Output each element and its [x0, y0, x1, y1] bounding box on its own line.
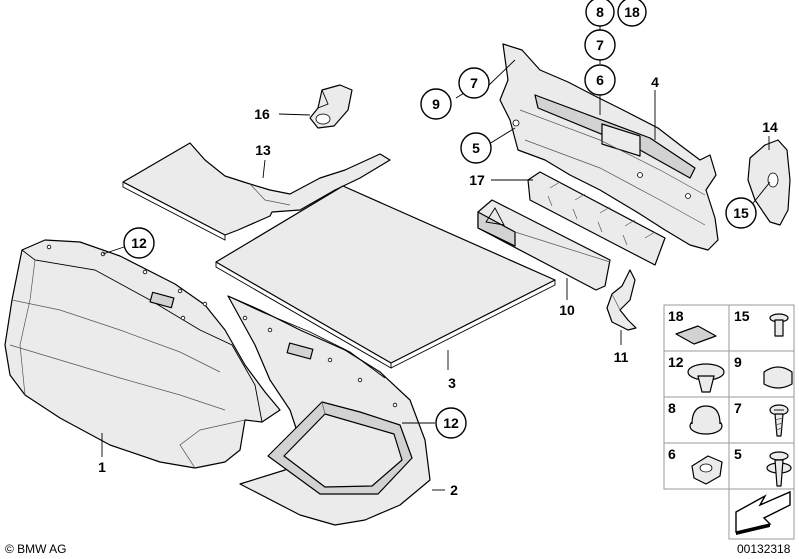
copyright-text: © BMW AG: [5, 542, 67, 556]
part-13-floor-covering: [122, 142, 391, 241]
table-label-8: 8: [668, 400, 676, 416]
callout-14: 14: [762, 119, 778, 135]
table-label-6: 6: [668, 446, 676, 462]
table-label-7: 7: [734, 400, 742, 416]
part-10-warning-triangle-box: [477, 199, 611, 291]
callout-2: 2: [450, 482, 458, 498]
plug-cap-icon: [763, 366, 793, 389]
part-14-cover: [747, 139, 791, 226]
callout-12-left: 12: [131, 235, 147, 251]
callout-3: 3: [448, 375, 456, 391]
screw-washer-icon: [766, 451, 792, 487]
table-label-15: 15: [734, 308, 750, 324]
callout-16: 16: [254, 106, 270, 122]
part-4-rear-trim-panel: [499, 43, 719, 251]
screw-icon: [769, 404, 789, 437]
callout-7-left: 7: [470, 75, 478, 91]
callout-6: 6: [596, 72, 604, 88]
part-3-floor-board: [215, 185, 556, 369]
table-label-9: 9: [734, 354, 742, 370]
part-1-left-trim-panel: [4, 239, 281, 469]
table-label-5: 5: [734, 446, 742, 462]
callout-7-top: 7: [596, 37, 604, 53]
callout-15: 15: [733, 205, 749, 221]
part-11-strap: [606, 269, 637, 331]
parts-table: 18 15 12 9 8 7 6 5: [663, 304, 795, 540]
clip-nut-icon: [691, 455, 723, 485]
callout-11: 11: [614, 349, 629, 365]
diagram-number: 00132318: [737, 542, 791, 556]
callout-1: 1: [98, 459, 106, 475]
callout-9: 9: [432, 96, 440, 112]
part-16-bracket: [309, 84, 353, 129]
orientation-arrow-icon: [735, 490, 791, 533]
round-plug-icon: [689, 405, 723, 435]
push-rivet-icon: [769, 313, 789, 337]
callout-12-right: 12: [443, 415, 459, 431]
callout-10: 10: [559, 302, 575, 318]
callout-17: 17: [469, 172, 485, 188]
callout-5: 5: [472, 140, 480, 156]
callouts: 1 12 2 12 3 13 16 9 7 5 6 7 8 18 4 17 10…: [98, 0, 778, 498]
callout-13: 13: [255, 142, 271, 158]
callout-18: 18: [624, 4, 640, 20]
felt-pad-icon: [675, 325, 717, 345]
callout-8: 8: [596, 4, 604, 20]
part-17-grille-insert: [527, 171, 666, 266]
callout-4: 4: [651, 74, 659, 90]
table-label-18: 18: [668, 308, 684, 324]
part-2-right-trim-panel: [227, 295, 431, 526]
expanding-clip-icon: [687, 363, 725, 393]
table-label-12: 12: [668, 354, 684, 370]
